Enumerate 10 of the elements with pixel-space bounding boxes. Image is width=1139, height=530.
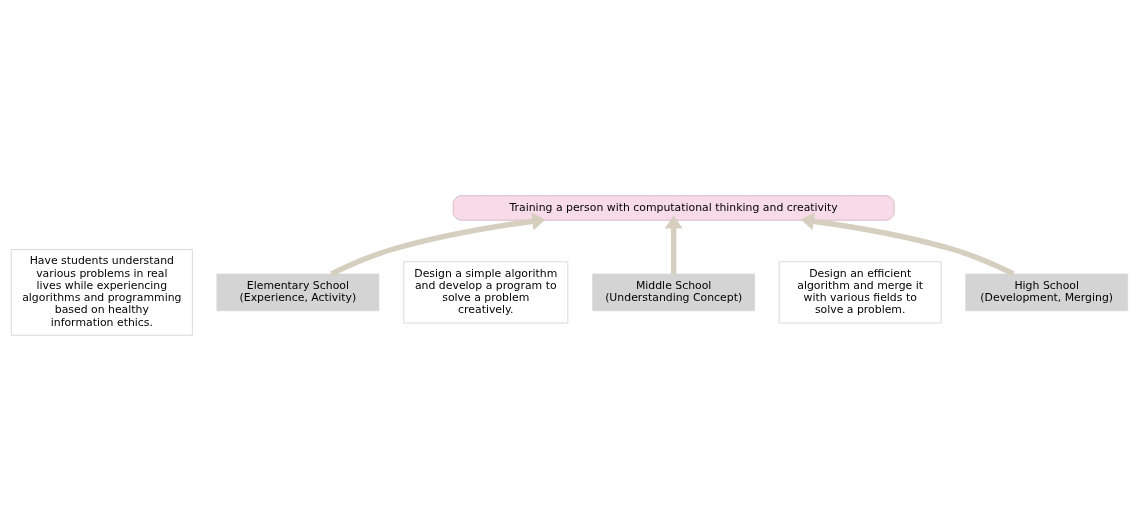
node-box: Design an efficient algorithm and merge it with various fields to solve a problem. (778, 260, 942, 323)
node-box: Design a simple algorithm and develop a program to solve a problem creatively. (403, 260, 569, 323)
arrow (330, 211, 546, 276)
node-box: Elementary School (Experience, Activity) (216, 273, 380, 311)
node-box: Training a person with computational thinking and creativity (452, 194, 895, 221)
node-box: High School (Development, Merging) (965, 273, 1129, 311)
arrow (664, 215, 683, 274)
node-box: Have students understand various problems in real lives while experiencing algorithms and programming based on healthy information ethics. (10, 248, 193, 336)
node-box: Middle School (Understanding Concept) (592, 273, 755, 311)
arrow (801, 211, 1015, 276)
